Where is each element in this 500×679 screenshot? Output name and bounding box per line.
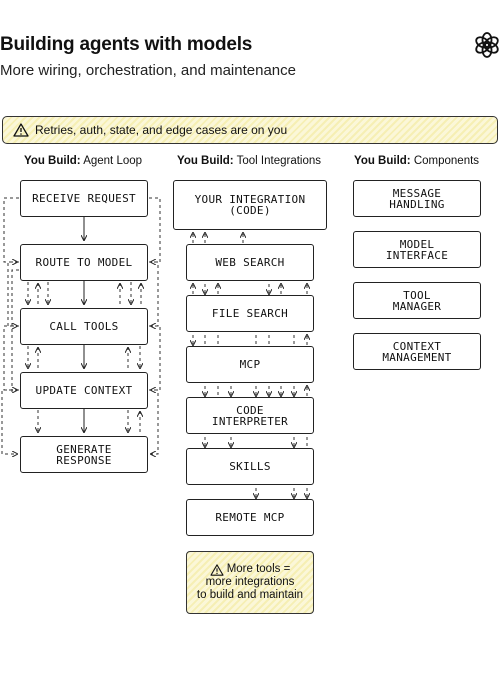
- agent-loop-route-to-model: ROUTE TO MODEL: [20, 244, 148, 281]
- column-heading-prefix: You Build:: [24, 155, 81, 167]
- column-heading-prefix: You Build:: [177, 155, 234, 167]
- column-heading-prefix: You Build:: [354, 155, 411, 167]
- tool-file-search: FILE SEARCH: [186, 295, 314, 332]
- banner-text: Retries, auth, state, and edge cases are…: [35, 123, 288, 137]
- warning-icon: [210, 563, 224, 576]
- page-title: Building agents with models: [0, 34, 253, 55]
- tool-skills: SKILLS: [186, 448, 314, 485]
- column-heading-label: Components: [413, 155, 480, 167]
- warning-banner: Retries, auth, state, and edge cases are…: [2, 116, 498, 144]
- component-message-handling: MESSAGE HANDLING: [353, 180, 481, 217]
- column-heading-tool-integrations: You Build: Tool Integrations: [177, 155, 321, 167]
- tool-mcp: MCP: [186, 346, 314, 383]
- page-subtitle: More wiring, orchestration, and maintena…: [0, 62, 296, 79]
- component-tool-manager: TOOL MANAGER: [353, 282, 481, 319]
- more-tools-note: More tools = more integrations to build …: [186, 551, 314, 614]
- agent-loop-update-context: UPDATE CONTEXT: [20, 372, 148, 409]
- agent-loop-generate-response: GENERATE RESPONSE: [20, 436, 148, 473]
- note-line-3: to build and maintain: [196, 589, 304, 601]
- warning-icon: [13, 123, 29, 137]
- column-heading-label: Tool Integrations: [236, 155, 322, 167]
- tool-web-search: WEB SEARCH: [186, 244, 314, 281]
- note-line-1: More tools =: [226, 563, 291, 575]
- component-context-management: CONTEXT MANAGEMENT: [353, 333, 481, 370]
- note-line-2: more integrations: [205, 576, 295, 588]
- agent-loop-call-tools: CALL TOOLS: [20, 308, 148, 345]
- column-heading-components: You Build: Components: [354, 155, 479, 167]
- component-model-interface: MODEL INTERFACE: [353, 231, 481, 268]
- column-heading-label: Agent Loop: [83, 155, 143, 167]
- column-heading-agent-loop: You Build: Agent Loop: [24, 155, 142, 167]
- openai-logo-icon: [475, 32, 499, 58]
- tool-code-interpreter: CODE INTERPRETER: [186, 397, 314, 434]
- agent-loop-receive-request: RECEIVE REQUEST: [20, 180, 148, 217]
- tool-remote-mcp: REMOTE MCP: [186, 499, 314, 536]
- tool-your-integration: YOUR INTEGRATION (CODE): [173, 180, 327, 230]
